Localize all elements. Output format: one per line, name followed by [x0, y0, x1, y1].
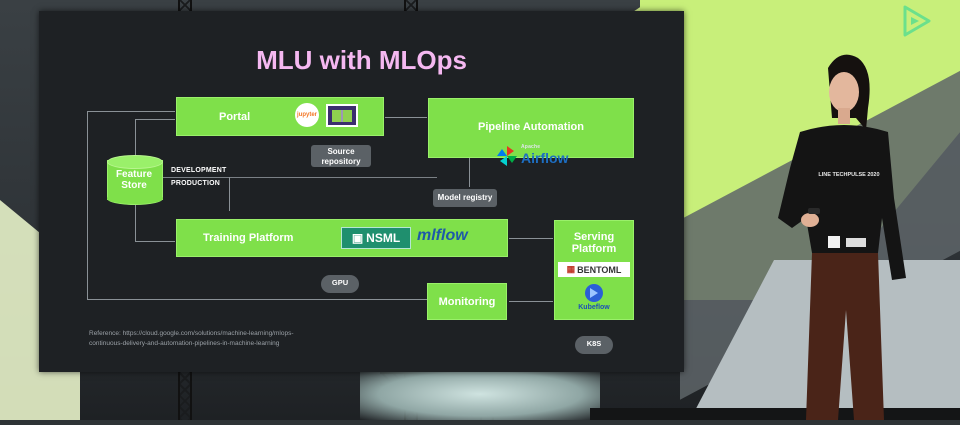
monitoring-box: Monitoring — [427, 283, 507, 320]
play-logo-icon — [903, 5, 931, 37]
bento-icon: ▦ — [566, 264, 576, 274]
stage-light-spot — [360, 368, 600, 420]
wire-dev-prod-divider — [157, 177, 437, 178]
airflow-logo-icon — [497, 146, 517, 166]
wire-pipeline-registry — [469, 157, 470, 187]
kubeflow-label: Kubeflow — [578, 304, 610, 311]
kubeflow-logo-icon — [585, 284, 603, 302]
wire-training-serving — [509, 238, 553, 239]
pipeline-automation-label: Pipeline Automation — [478, 121, 584, 133]
wire-serving-monitoring — [509, 301, 553, 302]
wire-left-top — [87, 111, 175, 112]
airflow-apache-label: Apache — [521, 144, 541, 150]
reference-line-1: Reference: https://cloud.google.com/solu… — [89, 330, 294, 337]
presentation-screen: MLU with MLOps Portal jupyter Source rep… — [39, 11, 684, 372]
wire-training-in — [135, 241, 175, 242]
slide-title: MLU with MLOps — [256, 45, 467, 75]
shirt-text: LINE TECHPULSE 2020 — [818, 172, 880, 178]
presenter: LINE TECHPULSE 2020 — [770, 48, 930, 420]
development-label: DEVELOPMENT — [171, 167, 227, 174]
serving-platform-label: Serving Platform — [571, 231, 617, 255]
reference-line-2: continuous-delivery-and-automation-pipel… — [89, 340, 280, 347]
feature-store-label: Feature Store — [115, 169, 153, 191]
gpu-cloud: GPU — [321, 275, 359, 293]
feature-store-cylinder — [107, 155, 163, 205]
wire-portal-in — [135, 119, 175, 120]
pipeline-automation-box: Pipeline Automation — [428, 98, 634, 158]
portal-label: Portal — [219, 110, 251, 123]
wire-left-outer — [87, 111, 88, 299]
airflow-label: Airflow — [521, 150, 569, 166]
k8s-cloud: K8S — [575, 336, 613, 354]
nsml-icon: ▣ — [351, 231, 364, 245]
book-icon — [326, 104, 358, 127]
monitoring-label: Monitoring — [438, 295, 496, 308]
wire-portal-pipeline — [385, 117, 427, 118]
wire-down-training — [229, 177, 230, 211]
production-label: PRODUCTION — [171, 180, 221, 187]
nsml-logo: ▣NSML — [341, 227, 411, 249]
jupyter-logo-icon: jupyter — [295, 103, 319, 127]
reference-text: Reference: https://cloud.google.com/solu… — [89, 329, 349, 349]
presenter-figure — [778, 54, 906, 420]
mlflow-label: mlflow — [417, 227, 468, 244]
training-platform-label: Training Platform — [203, 232, 294, 244]
bentoml-logo: ▦BENTOML — [558, 262, 630, 277]
wire-bottom — [87, 299, 427, 300]
model-registry-label: Model registry — [433, 189, 497, 207]
source-repository-label: Source repository — [311, 145, 371, 167]
